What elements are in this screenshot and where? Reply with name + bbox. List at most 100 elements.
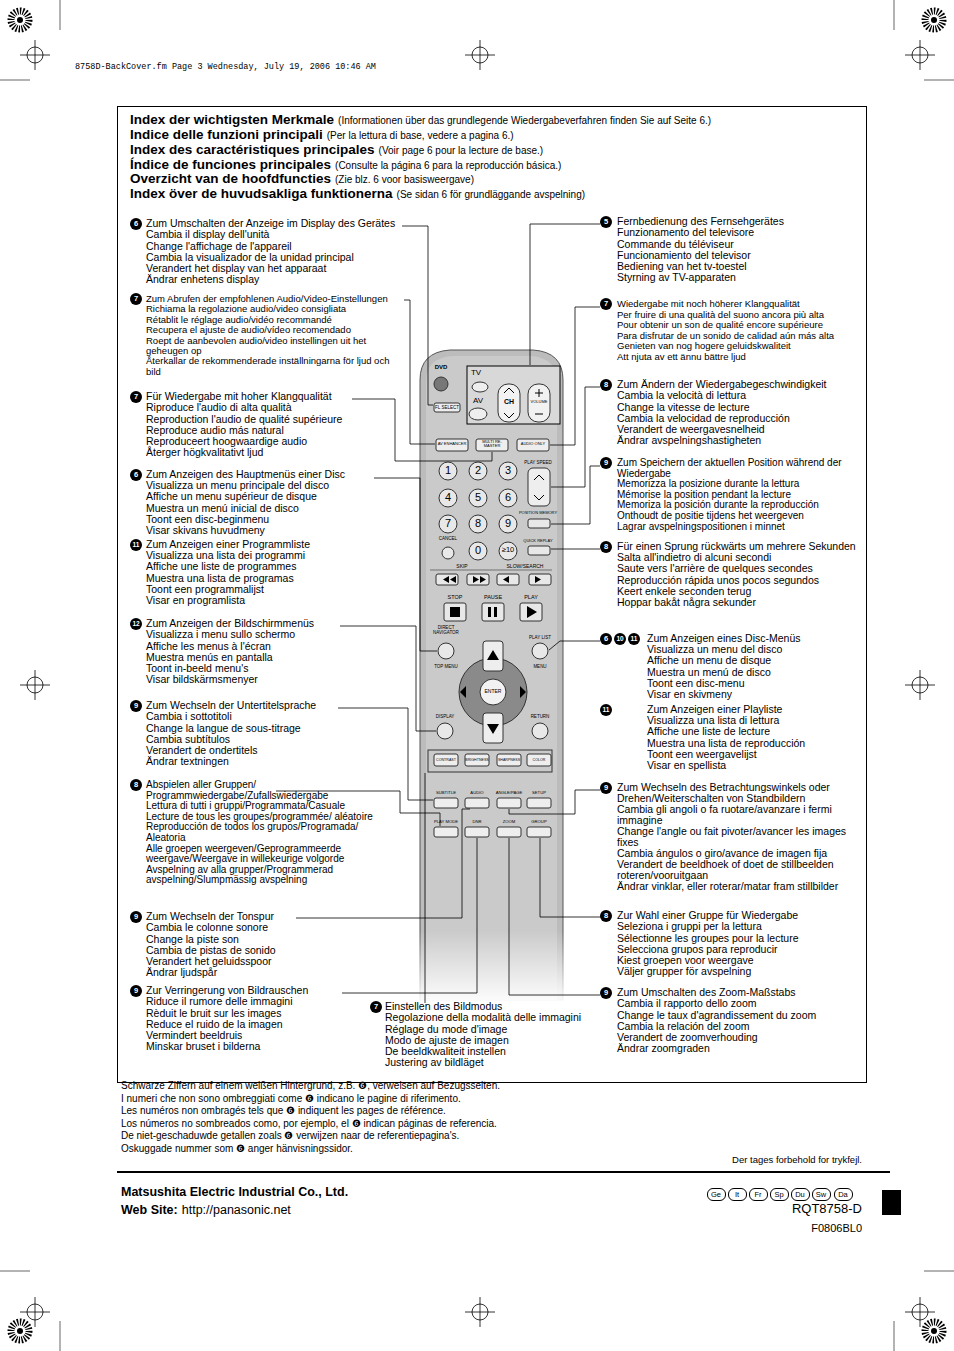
callout-line: Salta all'indietro di alcuni secondi [617, 552, 862, 563]
callout-text: Zum Umschalten des Zoom-MaßstabsCambia i… [617, 987, 862, 1055]
callout-line: Verandert de beeldhoek of doet de stillb… [617, 859, 862, 881]
callout-text: Einstellen des BildmodusRegolazione dell… [385, 1001, 610, 1069]
callout-line: Zum Anzeigen der Bildschirmmenüs [146, 618, 396, 629]
callout-line: Visar skivans huvudmeny [146, 525, 396, 536]
callout-text: Zum Ändern der Wiedergabegeschwindigkeit… [617, 379, 862, 447]
callout-text: Abspielen aller Gruppen/ Programmwiederg… [146, 780, 394, 886]
callout-line: Muestra menús en pantalla [146, 652, 396, 663]
callout-line: Change la vitesse de lecture [617, 402, 862, 413]
button-label: MENU [533, 664, 546, 669]
heading: Index över de huvudsakliga funktionerna [130, 186, 393, 201]
callout-text: Zum Wechseln des Betrachtungswinkels ode… [617, 782, 862, 892]
callout-line: Wiedergabe mit noch höherer Klangqualitä… [617, 299, 862, 310]
button-label: DISPLAY [436, 714, 455, 719]
callout-number: 9 [600, 457, 612, 469]
callout-line: Cambia il display dell'unità [146, 229, 401, 240]
callout-line: Zum Wechseln der Tonspur [146, 911, 396, 922]
reference-note: I numeri che non sono ombreggiati come ❻… [121, 1093, 461, 1105]
company-name: Matsushita Electric Industrial Co., Ltd. [121, 1185, 348, 1199]
heading-row: Index der wichtigsten Merkmale(Informati… [130, 112, 711, 127]
callout-line: Visar en programlista [146, 595, 396, 606]
callout-line: Zum Umschalten der Anzeige im Display de… [146, 218, 401, 229]
callout-line: Ändrar avspelningshastigheten [617, 435, 862, 446]
callout-line: Change la piste son [146, 934, 396, 945]
callout-line: Lettura di tutti i gruppi/Programmata/Ca… [146, 801, 394, 812]
callout-line: Zum Wechseln des Betrachtungswinkels ode… [617, 782, 862, 804]
callout-number: 11 [600, 704, 612, 716]
callout-line: Toont een disc-menu [647, 678, 862, 689]
callout-line: Cambia la visualizador de la unidad prin… [146, 252, 401, 263]
reference-note: Les numéros non ombragés tels que ❻ indi… [121, 1105, 446, 1117]
heading-note: (Consulte la página 6 para la reproducci… [335, 160, 561, 171]
callout-number: 6 [130, 469, 142, 481]
callout-line: Zum Anzeigen einer Playliste [647, 704, 862, 715]
heading-note: (Informationen über das grundlegende Wie… [338, 115, 711, 126]
callout-line: Change la langue de sous-titrage [146, 723, 396, 734]
button-label: SHARPNESS [498, 758, 520, 762]
callout-line: Affiche un menu supérieur de disque [146, 491, 396, 502]
callout-line: Einstellen des Bildmodus [385, 1001, 610, 1012]
callout-line: Toont een programmalijst [146, 584, 396, 595]
callout-line: Visualizza una lista dei programmi [146, 550, 396, 561]
callout-line: Change l'angle ou fait pivoter/avancer l… [617, 826, 862, 848]
callout-line: Zum Ändern der Wiedergabegeschwindigkeit [617, 379, 862, 390]
callout-line: Reproduce audio más natural [146, 425, 396, 436]
callout-number: 9 [130, 700, 142, 712]
callout-line: Riproduce l'audio di alta qualità [146, 402, 396, 413]
callout-number: 6 [130, 218, 142, 230]
button-label: AV ENHANCER [438, 442, 467, 447]
callout-number: 11 [628, 633, 640, 645]
language-code: Ge [707, 1188, 726, 1201]
language-code: Fr [749, 1188, 768, 1201]
button-label: RETURN [531, 714, 550, 719]
callout-number: 8 [600, 541, 612, 553]
document-code: RQT8758-D [792, 1202, 862, 1217]
callout-number: 9 [130, 911, 142, 923]
language-code: Sw [812, 1188, 831, 1201]
callout-line: Verandert de weergavesnelheid [617, 424, 862, 435]
callout-line: Zum Umschalten des Zoom-Maßstabs [617, 987, 862, 998]
button-label: 7 [445, 517, 451, 530]
callout-line: Affiche un menu de disque [647, 655, 862, 666]
callout-line: Hoppar bakåt några sekunder [617, 597, 862, 608]
callout-line: Minskar bruset i bilderna [146, 1041, 396, 1052]
heading: Indice delle funzioni principali [130, 127, 323, 142]
callout-line: Cambia il rapporto dello zoom [617, 998, 862, 1009]
callout-line: Avspelning av alla grupper/Programmerad … [146, 865, 394, 886]
callout-line: Roept de aanbevolen audio/video instelli… [146, 336, 401, 357]
heading-row: Indice delle funzioni principali(Per la … [130, 127, 514, 142]
frame [118, 107, 867, 1083]
callout-line: Reproduction l'audio de qualité supérieu… [146, 414, 396, 425]
callout-line: Cambia la relación del zoom [617, 1021, 862, 1032]
callout-line: Onthoudt de positie tijdens het weergeve… [617, 511, 862, 522]
callout-number: 9 [600, 782, 612, 794]
callout-line: Cambia de pistas de sonido [146, 945, 396, 956]
callout-text: Zum Anzeigen einer PlaylisteVisualizza u… [647, 704, 862, 771]
callout-text: Zum Anzeigen einer ProgrammlisteVisualiz… [146, 539, 396, 606]
callout-line: Riduce il rumore delle immagini [146, 996, 396, 1007]
heading-row: Índice de funciones principales(Consulte… [130, 157, 561, 172]
callout-number: 11 [130, 539, 142, 551]
callout-line: Per fruire di una qualità del suono anco… [617, 310, 862, 321]
web-url: http://panasonic.net [182, 1203, 291, 1217]
callout-line: Sélectionne les groupes pour la lecture [617, 933, 862, 944]
callout-line: Recupera el ajuste de audio/vídeo recome… [146, 325, 401, 335]
callout-line: Reproduceert hoogwaardige audio [146, 436, 396, 447]
button-label: TOP MENU [434, 664, 458, 669]
callout-number: 10 [614, 633, 626, 645]
callout-line: Mémorise la position pendant la lecture [617, 490, 862, 501]
language-code: Du [791, 1188, 810, 1201]
callout-number: 7 [130, 391, 142, 403]
button-label: CH [504, 398, 514, 406]
button-label: ENTER [485, 689, 502, 695]
crop-info: 8758D-BackCover.fm Page 3 Wednesday, Jul… [75, 63, 376, 73]
button-label: ≥10 [502, 546, 514, 555]
callout-text: Für Wiedergabe mit hoher KlangqualitätRi… [146, 391, 396, 459]
callout-line: Zum Anzeigen einer Programmliste [146, 539, 396, 550]
button-label: MULTI RE-MASTER [478, 440, 506, 448]
callout-number: 8 [600, 910, 612, 922]
callout-line: Muestra una lista de reproducción [647, 738, 862, 749]
reference-note: De niet-geschaduwde getallen zoals ❻ ver… [121, 1130, 459, 1142]
button-label: GROUP [531, 820, 546, 825]
